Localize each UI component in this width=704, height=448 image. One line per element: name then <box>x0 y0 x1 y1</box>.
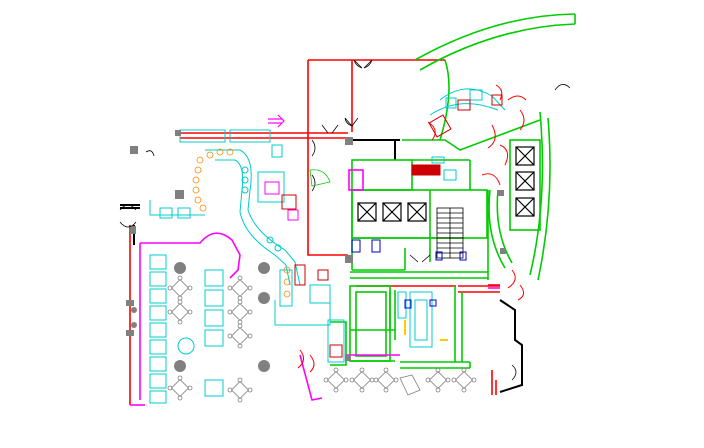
bar-stool-row <box>241 166 282 252</box>
bar-seating <box>192 148 291 298</box>
column-markers <box>126 300 137 336</box>
facade-door-swings <box>297 84 527 373</box>
table-with-chairs-icon <box>425 367 451 393</box>
table-with-chairs-icon <box>349 367 375 393</box>
door-swing-icon <box>554 84 571 91</box>
elevator-x-icon <box>515 146 535 166</box>
elevator-x-icon <box>515 171 535 191</box>
table-with-chairs-icon <box>227 299 253 325</box>
elevator-x-icon <box>515 197 535 217</box>
kitchen-equipment <box>264 94 503 358</box>
table-with-chairs-icon <box>167 299 193 325</box>
elevator-x-icon <box>407 202 427 222</box>
gray-fixtures <box>130 130 506 372</box>
table-with-chairs-icon <box>167 375 193 401</box>
door-swing-icon <box>344 117 359 127</box>
table-with-chairs-icon <box>373 367 399 393</box>
table-with-chairs-icon <box>323 367 349 393</box>
table-with-chairs-icon <box>227 323 253 349</box>
elevator-bank <box>357 146 535 222</box>
door-swing-icon <box>321 124 339 134</box>
table-with-chairs-icon <box>451 367 477 393</box>
door-swing-icon <box>511 364 517 381</box>
counters-and-fixtures <box>149 88 506 404</box>
door-swing-icon <box>311 139 316 192</box>
magenta-partitions <box>130 169 500 406</box>
elevator-x-icon <box>382 202 402 222</box>
door-swings <box>119 59 571 381</box>
door-swing-icon <box>409 254 431 263</box>
door-swing-icon <box>353 59 373 69</box>
interior-walls <box>330 13 576 369</box>
stair-hatch-icon <box>436 207 464 259</box>
door-swing-icon <box>119 204 137 228</box>
table-with-chairs-group <box>167 275 477 403</box>
table-with-chairs-icon <box>227 275 253 301</box>
table-with-chairs-icon <box>227 377 253 403</box>
double-arrow-right-icon <box>268 114 285 128</box>
elevator-x-icon <box>357 202 377 222</box>
